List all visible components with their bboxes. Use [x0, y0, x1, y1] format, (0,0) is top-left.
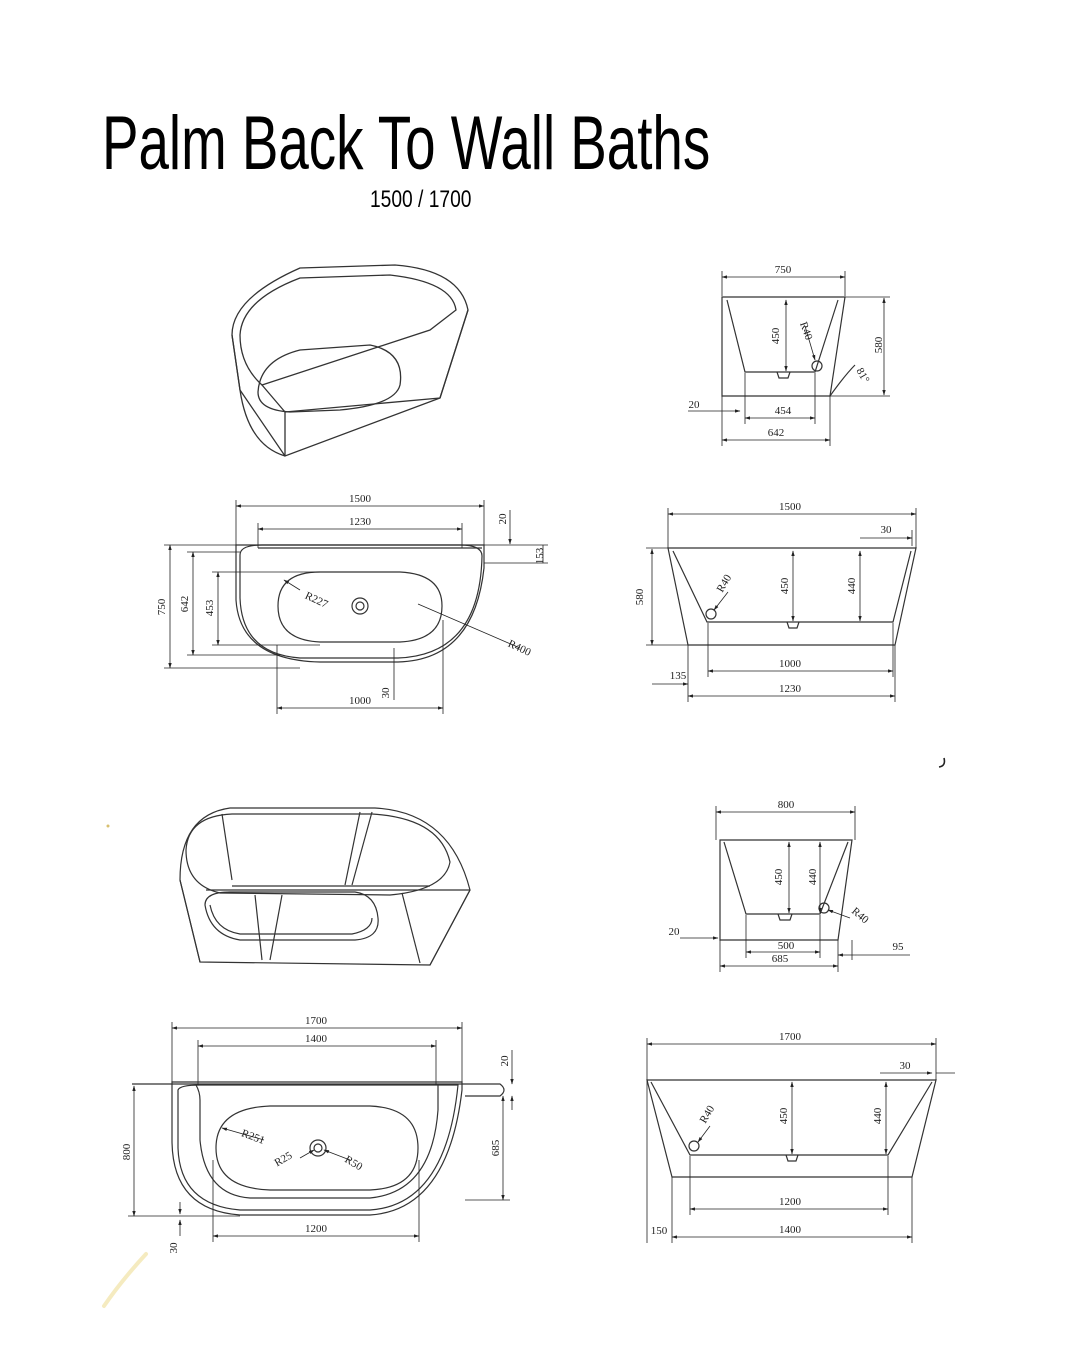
dim-label: 20 — [497, 513, 509, 525]
dim-label: R40 — [715, 572, 735, 594]
bath-1500-side-view — [667, 547, 917, 646]
dim-label: 1200 — [305, 1223, 328, 1235]
dim-label: 1500 — [779, 501, 802, 513]
dim-label: 30 — [881, 524, 893, 536]
dim-label: 440 — [872, 1107, 884, 1124]
dim-label: 30 — [380, 687, 392, 699]
dim-label: 20 — [689, 399, 701, 411]
dim-label: 150 — [651, 1225, 668, 1237]
bath-1500-perspective — [231, 264, 469, 457]
dim-label: 1000 — [349, 695, 372, 707]
dim-label: 20 — [669, 926, 681, 938]
dim-label: 580 — [634, 588, 646, 605]
dim-label: R50 — [343, 1154, 365, 1174]
dim-label: 500 — [778, 940, 795, 952]
page-title: Palm Back To Wall Baths — [102, 101, 711, 186]
dim-label: 1700 — [779, 1031, 802, 1043]
bath-1500-end-view — [721, 296, 856, 397]
dim-label: R400 — [506, 638, 533, 659]
bath-1500-plan — [235, 544, 485, 663]
dim-label: 1500 — [349, 493, 372, 505]
dim-label: 685 — [772, 953, 789, 965]
dim-label: 440 — [807, 868, 819, 885]
dim-label: 750 — [775, 264, 792, 276]
dim-label: 81° — [854, 366, 872, 385]
dim-label: 1230 — [349, 516, 372, 528]
dim-label: 1200 — [779, 1196, 802, 1208]
dim-label: 135 — [670, 670, 687, 682]
dim-label: 453 — [204, 599, 216, 616]
dim-label: 153 — [534, 547, 546, 564]
dim-label: 1400 — [779, 1224, 802, 1236]
dim-label: 30 — [168, 1242, 180, 1254]
dim-label: 1400 — [305, 1033, 328, 1045]
dim-label: 1700 — [305, 1015, 328, 1027]
page-subtitle: 1500 / 1700 — [370, 186, 472, 213]
dim-label: 580 — [873, 336, 885, 353]
dim-label: 450 — [773, 868, 785, 885]
bath-1700-plan — [132, 1081, 505, 1216]
dim-label: 20 — [499, 1055, 511, 1067]
dim-label: R25 — [273, 1149, 295, 1169]
dim-label: 454 — [775, 405, 792, 417]
light-streak — [102, 1252, 148, 1308]
dim-label: 450 — [779, 577, 791, 594]
dot-mark — [106, 824, 110, 828]
dim-label: 95 — [893, 941, 905, 953]
dim-label: 1230 — [779, 683, 802, 695]
dim-label: R251 — [240, 1127, 267, 1146]
stray-mark — [938, 757, 946, 768]
dim-label: 30 — [900, 1060, 912, 1072]
dim-label: R40 — [797, 320, 815, 342]
dim-label: 440 — [846, 577, 858, 594]
dim-label: 800 — [121, 1143, 133, 1160]
dim-label: 642 — [179, 596, 191, 613]
dim-label: R40 — [849, 905, 871, 926]
dim-label: 642 — [768, 427, 785, 439]
dim-label: R40 — [698, 1103, 718, 1125]
dim-label: 1000 — [779, 658, 802, 670]
dim-label: 450 — [778, 1107, 790, 1124]
dim-label: R227 — [303, 590, 330, 611]
bath-1700-end-view — [719, 839, 853, 941]
dim-label: 750 — [156, 598, 168, 615]
dim-label: 685 — [490, 1139, 502, 1156]
bath-1700-perspective — [179, 807, 471, 966]
dim-label: 450 — [770, 327, 782, 344]
dim-label: 800 — [778, 799, 795, 811]
